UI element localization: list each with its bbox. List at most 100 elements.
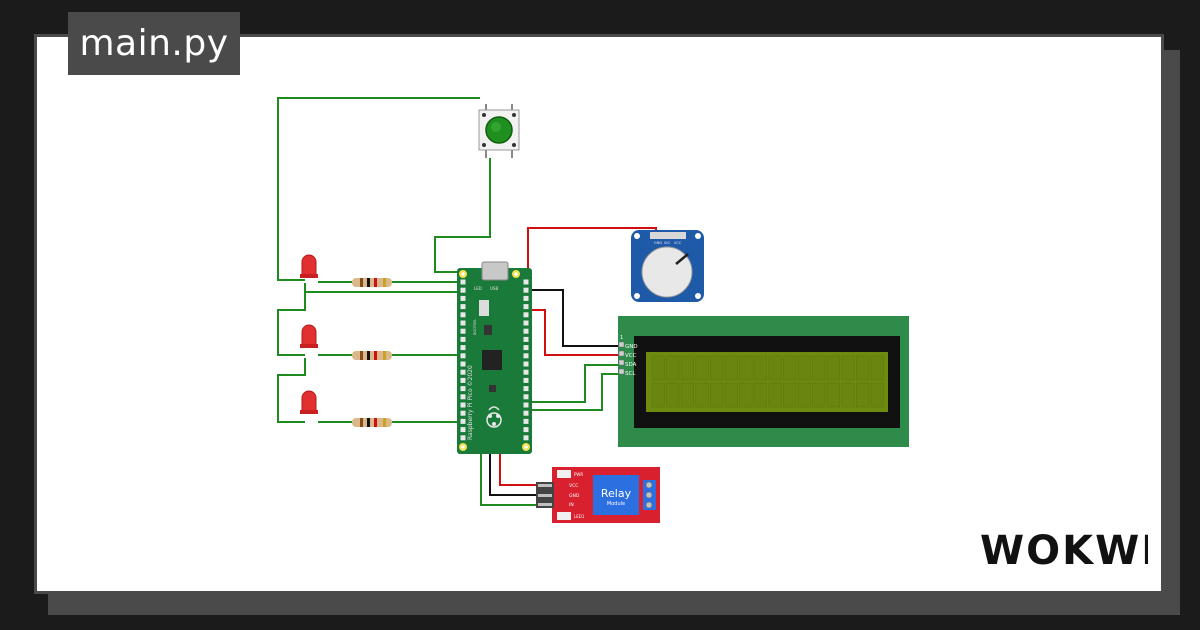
pico-pin [523, 427, 529, 433]
relay-pwr-label: PWR [574, 472, 583, 477]
relay-led1 [557, 512, 571, 520]
pico-pin [460, 377, 466, 383]
wire-relay-gnd[interactable] [489, 450, 555, 496]
pot-pin-gnd: GND [654, 241, 662, 245]
pico-pin [460, 361, 466, 367]
pico-pin [523, 369, 529, 375]
pico-pin [460, 410, 466, 416]
pico-pin [523, 295, 529, 301]
lcd-cell [666, 355, 680, 381]
lcd-cell [856, 382, 870, 408]
pot-pin-vcc: VCC [674, 241, 682, 245]
relay-module[interactable]: VCC GND IN PWR LED1 Relay Module NO COM … [536, 467, 663, 523]
pico-pin [460, 427, 466, 433]
relay-terminals-label: NO COM NC [659, 477, 663, 498]
pico-pin [460, 320, 466, 326]
lcd-pin-gnd: GND [625, 344, 638, 350]
pico-led-label: LED [474, 286, 482, 291]
pico-bootsel-label: BOOTSEL [473, 319, 477, 335]
potentiometer[interactable]: GND SIG VCC [631, 230, 704, 302]
pico-pin [523, 377, 529, 383]
pico-pin [523, 418, 529, 424]
pico-pin [460, 386, 466, 392]
green-wires [277, 97, 622, 506]
wokwi-logo: WOKWI [980, 528, 1148, 574]
lcd-cell [651, 355, 665, 381]
pico-pin [460, 435, 466, 441]
lcd-pin-header [618, 341, 625, 375]
wire-led-gnd-2[interactable] [277, 358, 306, 423]
lcd-cell [710, 382, 724, 408]
wire-button-led1[interactable] [277, 97, 480, 281]
wire-lcd-scl[interactable] [528, 373, 622, 411]
pot-knob[interactable] [641, 246, 693, 298]
lcd-cell [753, 355, 768, 381]
lcd-cell [812, 382, 826, 408]
pot-pin-sig: SIG [664, 241, 670, 245]
bootsel-switch [479, 300, 489, 316]
pico-pin [460, 418, 466, 424]
lcd-cell [753, 382, 768, 408]
wire-lcd-sda[interactable] [528, 364, 622, 403]
led-2[interactable] [300, 324, 318, 348]
lcd-cell [856, 355, 870, 381]
wire-led-gnd-1[interactable] [277, 283, 306, 356]
pico-pin [523, 353, 529, 359]
lcd-cell [783, 355, 797, 381]
lcd-cell [680, 382, 695, 408]
led-3[interactable] [300, 390, 318, 414]
file-title: main.py [68, 12, 240, 75]
relay-pin-in: IN [569, 502, 574, 508]
lcd-cell [797, 355, 811, 381]
lcd-cell [783, 382, 797, 408]
wire-button-pico[interactable] [434, 158, 491, 273]
lcd-character-grid [651, 355, 884, 408]
raspberry-pi-pico[interactable]: Raspberry Pi Pico ©2020 USB LED BOOTSEL [457, 261, 532, 454]
pico-pin [460, 353, 466, 359]
wire-relay-in[interactable] [480, 450, 555, 506]
pico-pin [460, 304, 466, 310]
lcd-cell [797, 382, 811, 408]
lcd-cell [739, 355, 753, 381]
raspberry-logo-icon [486, 406, 502, 428]
lcd-cell [870, 355, 884, 381]
resistor-1[interactable] [352, 278, 392, 287]
lcd-cell [710, 355, 724, 381]
pico-pin [460, 295, 466, 301]
wire-lcd-gnd[interactable] [528, 289, 622, 347]
pico-pin [523, 410, 529, 416]
pico-pin [523, 394, 529, 400]
wire-lcd-vcc[interactable] [528, 309, 622, 356]
pico-pin [523, 320, 529, 326]
led-1[interactable] [300, 254, 318, 278]
pico-pin [523, 279, 529, 285]
relay-pin-gnd: GND [569, 493, 580, 499]
black-wires [489, 289, 622, 496]
lcd-cell [870, 382, 884, 408]
pico-pin [523, 345, 529, 351]
pico-pin [460, 328, 466, 334]
pico-pin [523, 312, 529, 318]
lcd-display[interactable]: 1 GND VCC SDA SCL [618, 316, 909, 447]
push-button[interactable] [478, 104, 520, 158]
resistor-2[interactable] [352, 351, 392, 360]
lcd-cell [666, 382, 680, 408]
lcd-cell [768, 382, 782, 408]
relay-pin-vcc: VCC [569, 483, 578, 489]
pico-pin [523, 328, 529, 334]
pico-pin [460, 394, 466, 400]
lcd-cell [680, 355, 695, 381]
pico-usb-label: USB [490, 286, 498, 291]
resistor-3[interactable] [352, 418, 392, 427]
relay-pwr-led [557, 470, 571, 478]
pico-pin [460, 336, 466, 342]
relay-title: Relay [601, 487, 632, 500]
lcd-cell [841, 355, 855, 381]
pico-pin [523, 386, 529, 392]
lcd-cell [695, 355, 709, 381]
lcd-pin-vcc: VCC [625, 353, 637, 359]
pico-pin [523, 304, 529, 310]
lcd-pin-sda: SDA [625, 362, 637, 368]
lcd-pin1-label: 1 [620, 335, 623, 341]
relay-coil [593, 475, 639, 515]
